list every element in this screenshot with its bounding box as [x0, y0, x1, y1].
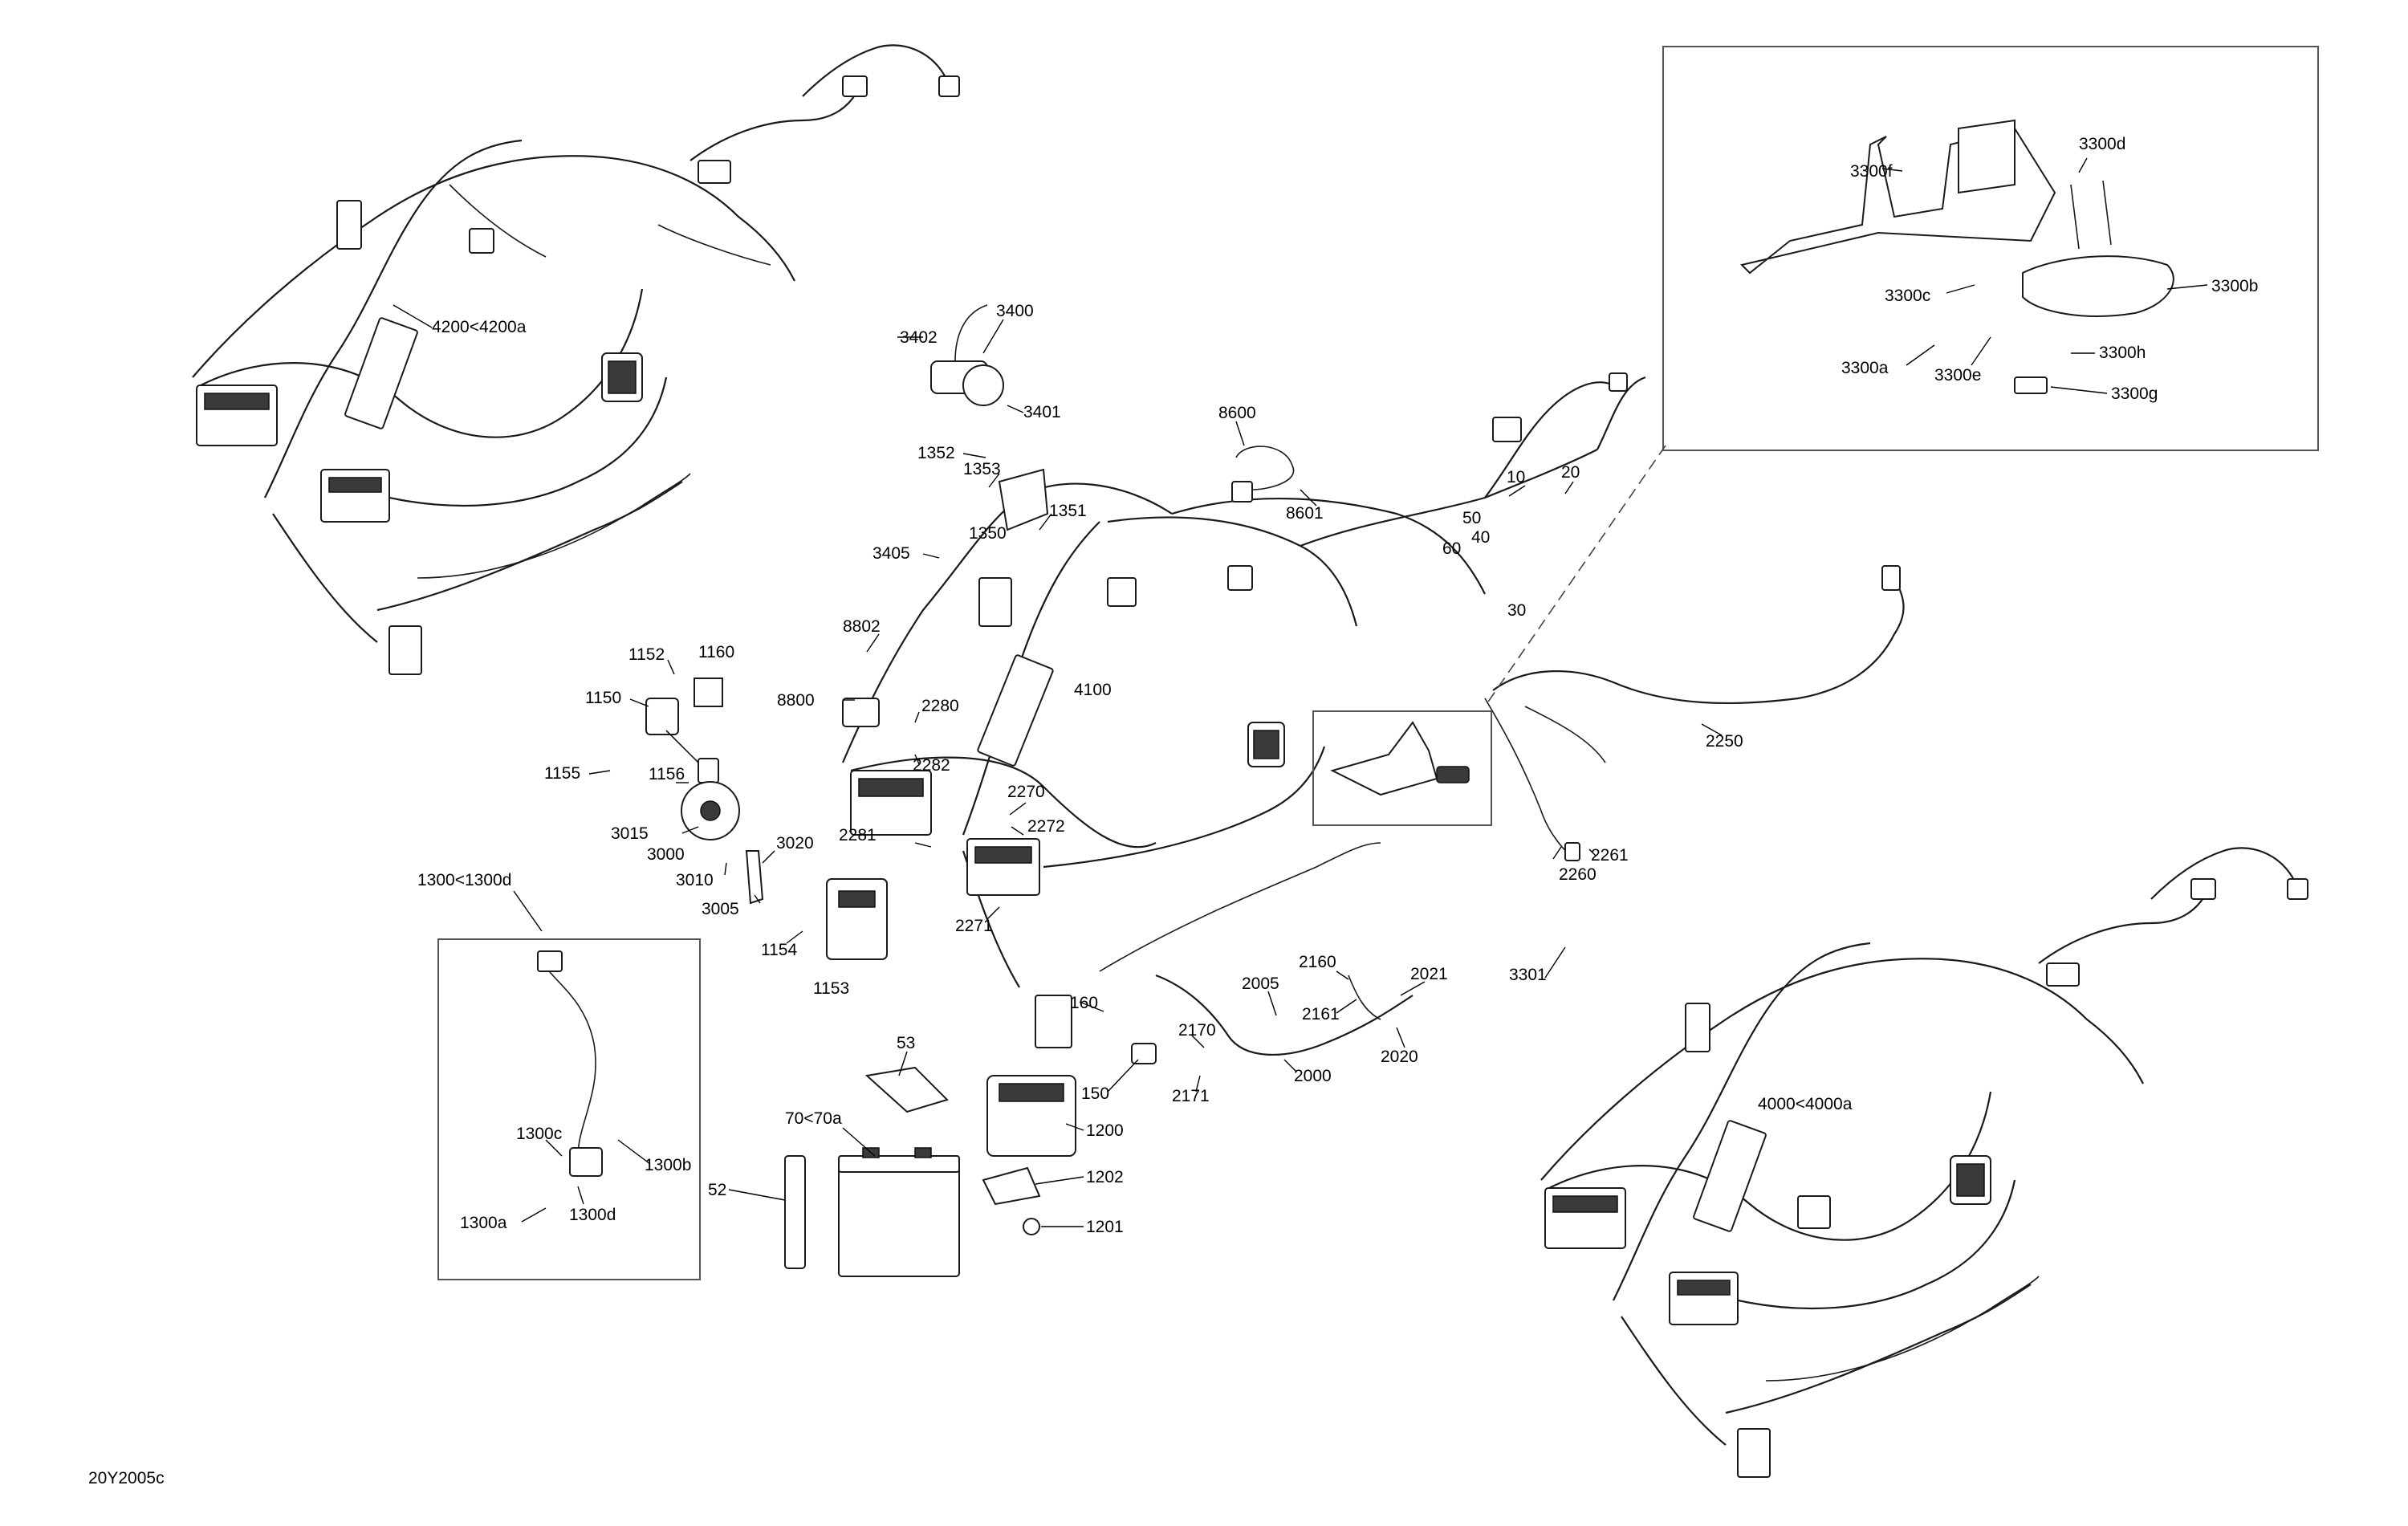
callout-1350: 1350 [969, 524, 1007, 543]
harness-4100-illustration [841, 372, 1646, 1048]
callout-10: 10 [1507, 468, 1525, 486]
callout-1160: 1160 [698, 643, 734, 661]
callout-1352: 1352 [917, 444, 955, 462]
callout-2005: 2005 [1242, 975, 1279, 993]
callout-1154: 1154 [761, 941, 797, 959]
callout-60: 60 [1442, 539, 1461, 558]
callout-3300b: 3300b [2211, 277, 2258, 295]
callout-8802: 8802 [843, 617, 881, 636]
callout-2261: 2261 [1591, 846, 1629, 865]
callout-4000: 4000<4000a [1758, 1095, 1853, 1113]
callout-3015: 3015 [611, 824, 649, 843]
callout-3300f: 3300f [1850, 162, 1893, 181]
diagram-code: 20Y2005c [88, 1469, 165, 1487]
callout-3300a: 3300a [1841, 359, 1889, 377]
callout-40: 40 [1471, 528, 1490, 547]
callout-labels: 4200<4200a 3400 3402 3401 1352 1353 1351… [417, 135, 2258, 1236]
callout-1300c: 1300c [516, 1125, 562, 1143]
harness-4200-illustration [192, 44, 960, 675]
callout-3010: 3010 [676, 871, 714, 889]
callout-3005: 3005 [702, 900, 739, 918]
callout-8800: 8800 [777, 691, 815, 710]
callout-2260: 2260 [1559, 865, 1597, 884]
callout-2271: 2271 [955, 917, 993, 935]
callout-50: 50 [1462, 509, 1481, 527]
callout-2020: 2020 [1381, 1048, 1418, 1066]
callout-2282: 2282 [913, 756, 950, 775]
callout-2270: 2270 [1007, 783, 1045, 801]
callout-4100: 4100 [1074, 681, 1112, 699]
callout-2281: 2281 [839, 826, 877, 844]
callout-4200: 4200<4200a [432, 318, 527, 336]
harness-4000-illustration [1540, 847, 2308, 1478]
callout-2280: 2280 [921, 697, 959, 715]
callout-1150: 1150 [585, 689, 621, 707]
callout-1156: 1156 [649, 765, 685, 783]
callout-150: 150 [1081, 1084, 1109, 1103]
callout-2171: 2171 [1172, 1087, 1210, 1105]
callout-3301: 3301 [1509, 966, 1547, 984]
callout-3402: 3402 [900, 328, 938, 347]
callout-70: 70<70a [785, 1109, 842, 1128]
callout-30: 30 [1507, 601, 1526, 620]
callout-1300-kit: 1300<1300d [417, 871, 511, 889]
callout-3000: 3000 [647, 845, 685, 864]
callout-2000: 2000 [1294, 1067, 1332, 1085]
inset-frame-detail [1312, 710, 1492, 826]
callout-3020: 3020 [776, 834, 814, 853]
callout-160: 160 [1070, 994, 1098, 1012]
callout-2250: 2250 [1706, 732, 1743, 751]
callout-3300c: 3300c [1885, 287, 1930, 305]
callout-2161: 2161 [1302, 1005, 1340, 1023]
callout-2272: 2272 [1027, 817, 1065, 836]
leader-lines [393, 157, 2208, 1227]
callout-3300e: 3300e [1934, 366, 1981, 385]
callout-3300d: 3300d [2079, 135, 2125, 153]
callout-2021: 2021 [1410, 965, 1448, 983]
callout-20: 20 [1561, 463, 1580, 482]
callout-1200: 1200 [1086, 1121, 1124, 1140]
callout-3300g: 3300g [2111, 385, 2158, 403]
callout-1300a: 1300a [460, 1214, 507, 1232]
callout-3400: 3400 [996, 302, 1034, 320]
callout-1153: 1153 [813, 979, 849, 998]
callout-1152: 1152 [628, 645, 665, 664]
callout-1300d: 1300d [569, 1206, 616, 1224]
callout-8601: 8601 [1286, 504, 1324, 523]
component-illustrations [537, 119, 2174, 1277]
callout-1155: 1155 [544, 764, 580, 783]
inset-frame-3300 [1662, 46, 2319, 451]
callout-8600: 8600 [1218, 404, 1256, 422]
callout-53: 53 [897, 1034, 915, 1052]
callout-3401: 3401 [1023, 403, 1061, 421]
callout-1202: 1202 [1086, 1168, 1124, 1186]
callout-52: 52 [708, 1181, 726, 1199]
callout-1353: 1353 [963, 460, 1001, 478]
callout-3300h: 3300h [2099, 344, 2146, 362]
inset-frame-1300 [437, 938, 701, 1280]
callout-2160: 2160 [1299, 953, 1336, 971]
callout-2170: 2170 [1178, 1021, 1216, 1040]
cable-2250-illustration [1484, 565, 1905, 861]
callout-1300b: 1300b [645, 1156, 691, 1174]
callout-1201: 1201 [1086, 1218, 1124, 1236]
callout-3405: 3405 [872, 544, 910, 563]
callout-1351: 1351 [1049, 502, 1087, 520]
